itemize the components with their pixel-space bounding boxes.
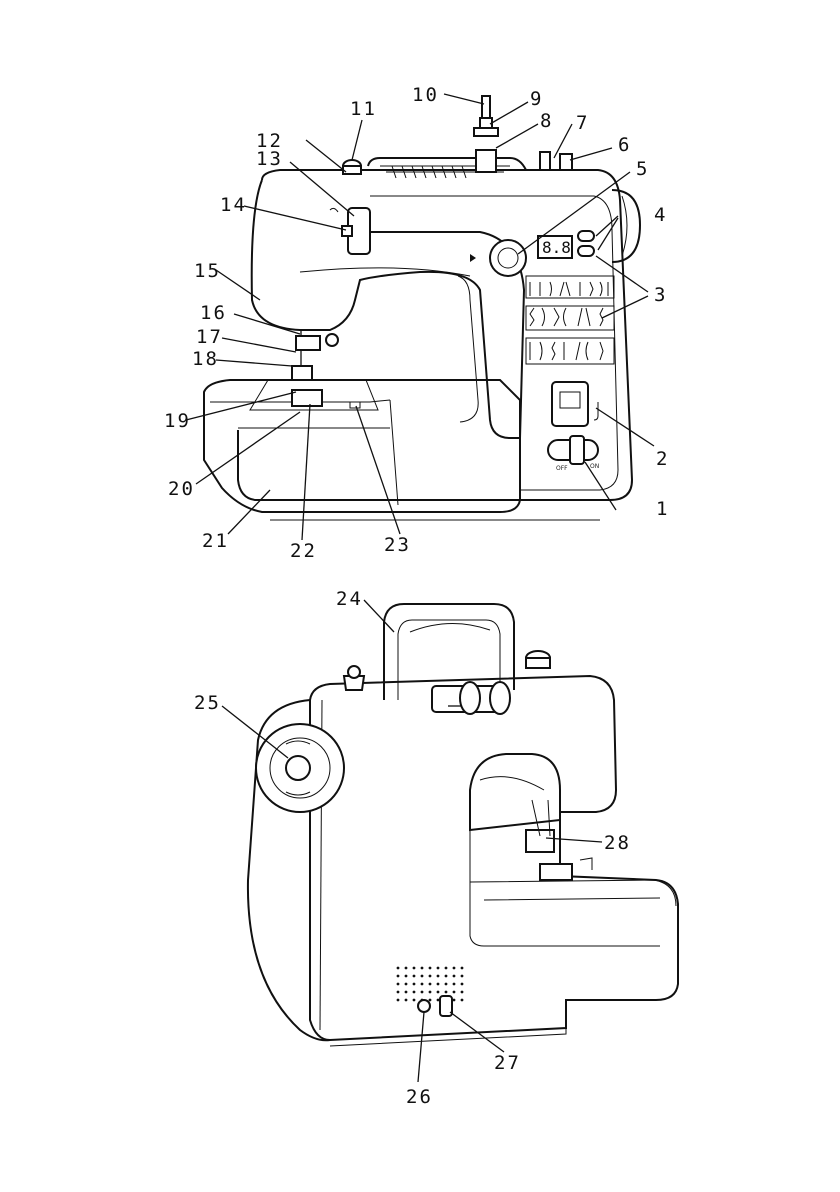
stitch-chart [526,276,614,364]
callout-7: 7 [576,114,589,133]
rear-handwheel-center [286,756,310,780]
needle-clamp [296,336,320,350]
callout-6: 6 [618,136,631,155]
callout-14: 14 [220,196,247,215]
callout-1: 1 [656,500,669,519]
selector-button-up [578,231,594,241]
bobbin-cover-button [350,402,360,408]
base-side-line [390,400,398,505]
top-handle [368,158,526,170]
callout-20: 20 [168,480,195,499]
callout-16: 16 [200,304,227,323]
callout-13: 13 [256,150,283,169]
callout-9: 9 [530,90,543,109]
reverse-lever [552,382,588,426]
handle-grip-texture [410,623,490,632]
arm-opening-inner [480,777,544,790]
power-switch-knob [570,436,584,464]
switch-label-off: OFF [556,466,568,472]
presser-foot-shank [292,366,312,380]
presser-lever [580,858,592,870]
callout-22: 22 [290,542,317,561]
reverse-symbol [594,402,598,420]
rear-view-machine [248,604,678,1046]
callout-28: 28 [604,834,631,853]
callout-4: 4 [654,206,667,225]
handwheel [612,190,640,262]
rear-body-outline [310,676,678,1040]
callout-19: 19 [164,412,191,431]
callout-2: 2 [656,450,669,469]
callout-24: 24 [336,590,363,609]
presser-foot [292,390,322,406]
tension-knob-base [343,166,361,174]
callout-8: 8 [540,112,553,131]
callout-27: 27 [494,1054,521,1073]
dial-indicator [470,254,476,262]
callout-3: 3 [654,286,667,305]
selector-button-down [578,246,594,256]
callout-11: 11 [350,100,377,119]
spool-pin-assembly [474,96,498,172]
bobbin-winder-spindle [560,154,572,170]
callout-5: 5 [636,160,649,179]
callout-23: 23 [384,536,411,555]
rear-base-bed [470,880,676,906]
callout-26: 26 [406,1088,433,1107]
svg-text:8.8: 8.8 [542,238,571,257]
arm-opening [470,754,560,830]
callout-25: 25 [194,694,221,713]
arm-inner-line-2 [458,276,478,422]
needle-clamp-screw [326,334,338,346]
stitch-selector-dial [490,240,526,276]
rear-presser-foot [540,864,572,880]
callout-10: 10 [412,86,439,105]
winder-stop [540,152,550,170]
power-socket [440,996,452,1016]
rear-thread-spool [460,682,480,714]
callout-15: 15 [194,262,221,281]
callout-21: 21 [202,532,229,551]
callout-18: 18 [192,350,219,369]
callout-17: 17 [196,328,223,347]
ventilation-grill [397,967,464,1002]
foot-pedal-socket [418,1000,430,1012]
thread-guide [342,226,352,236]
thread-hook [330,208,338,212]
switch-label-on: ON [590,464,599,470]
